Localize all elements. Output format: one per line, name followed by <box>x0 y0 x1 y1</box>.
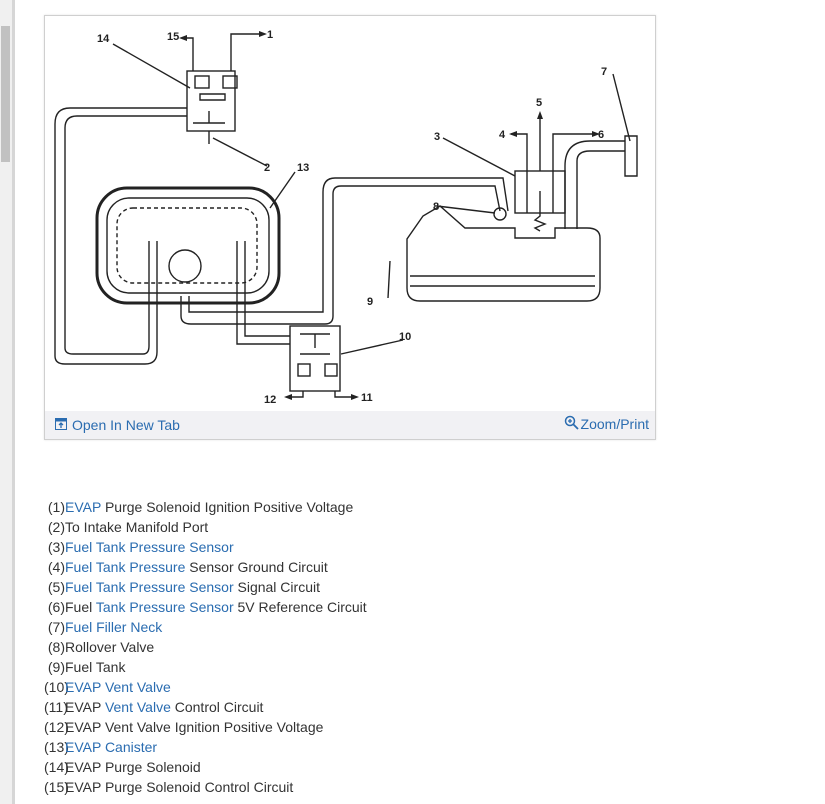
zoom-print-link[interactable]: Zoom/Print <box>564 415 649 433</box>
legend-item: (2)To Intake Manifold Port <box>44 517 367 537</box>
legend-text: Fuel <box>65 599 96 615</box>
legend-item: (9)Fuel Tank <box>44 657 367 677</box>
legend-item: (1)EVAP Purge Solenoid Ignition Positive… <box>44 497 367 517</box>
purge-hose <box>54 107 187 365</box>
legend-item: (10)EVAP Vent Valve <box>44 677 367 697</box>
callout-8: 8 <box>433 201 439 213</box>
zoom-print-label: Zoom/Print <box>580 416 649 432</box>
legend-link[interactable]: Fuel Tank Pressure Sensor <box>65 579 234 595</box>
legend-item: (6)Fuel Tank Pressure Sensor 5V Referenc… <box>44 597 367 617</box>
legend-item: (13)EVAP Canister <box>44 737 367 757</box>
evap-system-diagram: 15 1 14 2 13 3 4 5 6 7 8 9 10 11 12 <box>54 29 638 406</box>
legend-text: EVAP Purge Solenoid Control Circuit <box>65 779 294 795</box>
legend-number: (5) <box>47 579 65 595</box>
callout-13: 13 <box>297 162 309 174</box>
fuel-filler-cap <box>624 135 638 177</box>
vertical-scrollbar[interactable] <box>0 0 12 804</box>
magnifier-plus-icon <box>564 415 579 433</box>
purge-solenoid <box>186 70 236 132</box>
legend-link[interactable]: EVAP <box>65 499 102 515</box>
legend-item: (11)EVAP Vent Valve Control Circuit <box>44 697 367 717</box>
legend-link[interactable]: Tank Pressure Sensor <box>95 599 234 615</box>
figure-toolbar: Open In New Tab Zoom/Print <box>45 411 655 439</box>
open-in-new-tab-label: Open In New Tab <box>72 417 180 433</box>
callout-15: 15 <box>167 31 179 43</box>
legend-number: (4) <box>47 559 65 575</box>
legend-link[interactable]: Vent Valve <box>104 699 171 715</box>
legend-item: (14)EVAP Purge Solenoid <box>44 757 367 777</box>
legend-number: (3) <box>47 539 65 555</box>
legend-item: (15)EVAP Purge Solenoid Control Circuit <box>44 777 367 797</box>
page-divider <box>12 0 15 804</box>
legend-number: (7) <box>47 619 65 635</box>
callout-14: 14 <box>97 33 110 45</box>
legend-number: (11) <box>44 699 68 715</box>
evap-canister <box>95 186 281 305</box>
callout-2: 2 <box>264 162 270 174</box>
legend-link[interactable]: Fuel Tank Pressure <box>65 559 186 575</box>
vent-valve <box>289 325 341 392</box>
legend-number: (13) <box>44 739 69 755</box>
legend-item: (3)Fuel Tank Pressure Sensor <box>44 537 367 557</box>
legend-text: Fuel Tank <box>65 659 126 675</box>
legend-text: Purge Solenoid Ignition Positive Voltage <box>101 499 354 515</box>
legend-text: 5V Reference Circuit <box>233 599 367 615</box>
legend-number: (1) <box>47 499 65 515</box>
legend-number: (10) <box>44 679 69 695</box>
legend-number: (8) <box>47 639 65 655</box>
legend-text: EVAP Purge Solenoid <box>65 759 201 775</box>
callout-4: 4 <box>499 129 506 141</box>
legend-item: (8)Rollover Valve <box>44 637 367 657</box>
legend-text: Control Circuit <box>170 699 264 715</box>
legend-number: (14) <box>44 759 69 775</box>
diagram-figure: 15 1 14 2 13 3 4 5 6 7 8 9 10 11 12 Open… <box>44 15 656 440</box>
legend-list: (1)EVAP Purge Solenoid Ignition Positive… <box>44 497 367 797</box>
legend-item: (5)Fuel Tank Pressure Sensor Signal Circ… <box>44 577 367 597</box>
callout-6: 6 <box>598 129 604 141</box>
legend-text: Sensor Ground Circuit <box>185 559 328 575</box>
callout-7: 7 <box>601 66 607 78</box>
callout-12: 12 <box>264 394 276 406</box>
legend-number: (12) <box>44 719 69 735</box>
callout-1: 1 <box>267 29 273 41</box>
callout-9: 9 <box>367 296 373 308</box>
fuel-tank <box>406 205 601 302</box>
legend-text: EVAP <box>65 699 105 715</box>
legend-text: EVAP Vent Valve Ignition Positive Voltag… <box>65 719 324 735</box>
legend-link[interactable]: EVAP Canister <box>65 739 158 755</box>
legend-number: (15) <box>44 779 69 795</box>
legend-text: Signal Circuit <box>233 579 320 595</box>
legend-item: (4)Fuel Tank Pressure Sensor Ground Circ… <box>44 557 367 577</box>
callout-5: 5 <box>536 97 542 109</box>
legend-link[interactable]: Fuel Filler Neck <box>65 619 163 635</box>
legend-link[interactable]: Fuel Tank Pressure Sensor <box>65 539 234 555</box>
legend-link[interactable]: EVAP Vent Valve <box>65 679 171 695</box>
callout-3: 3 <box>434 131 440 143</box>
legend-item: (7)Fuel Filler Neck <box>44 617 367 637</box>
legend-number: (2) <box>47 519 65 535</box>
legend-text: To Intake Manifold Port <box>65 519 209 535</box>
callout-11: 11 <box>361 392 373 404</box>
callout-10: 10 <box>399 331 411 343</box>
canister-port <box>168 249 202 283</box>
open-in-new-tab-link[interactable]: Open In New Tab <box>55 417 180 433</box>
legend-number: (6) <box>47 599 65 615</box>
open-in-new-tab-icon <box>55 417 67 433</box>
legend-item: (12)EVAP Vent Valve Ignition Positive Vo… <box>44 717 367 737</box>
legend-number: (9) <box>47 659 65 675</box>
scrollbar-thumb[interactable] <box>1 26 10 162</box>
legend-text: Rollover Valve <box>65 639 155 655</box>
